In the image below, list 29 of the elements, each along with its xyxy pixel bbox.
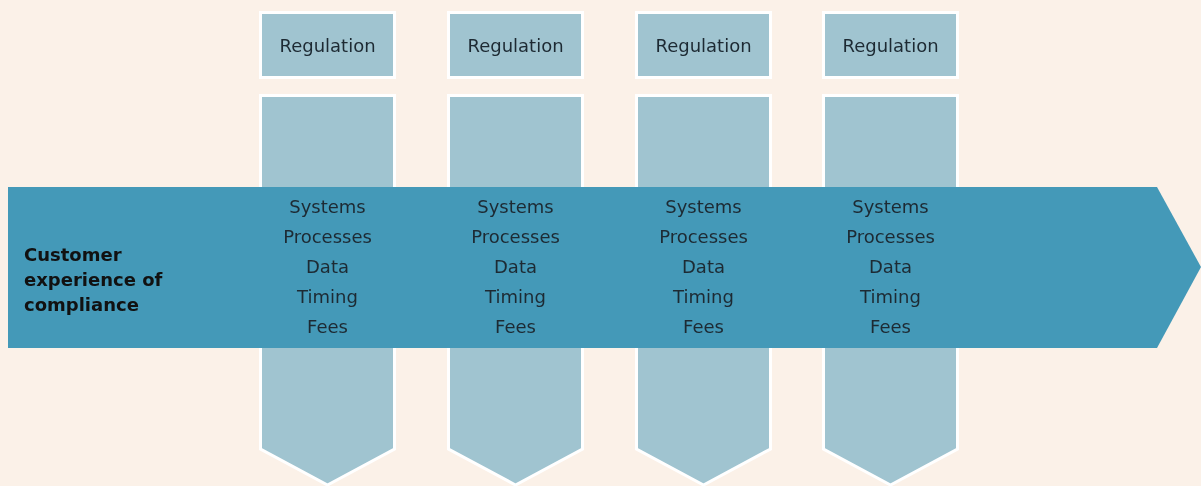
column-item: Processes: [658, 225, 749, 249]
column-item: Processes: [845, 225, 936, 249]
column-item: Systems: [288, 195, 367, 219]
column-item: Fees: [682, 315, 725, 339]
column-item: Timing: [296, 285, 359, 309]
box-label: Regulation: [279, 34, 376, 56]
box-label: Regulation: [655, 34, 752, 56]
column-item: Systems: [664, 195, 743, 219]
column-item: Fees: [494, 315, 537, 339]
column-item: Systems: [476, 195, 555, 219]
column-item: Data: [305, 255, 350, 279]
column-item: Fees: [306, 315, 349, 339]
regulation-box: [447, 11, 584, 79]
box-label: Regulation: [467, 34, 564, 56]
column-item: Fees: [869, 315, 912, 339]
column-item: Processes: [470, 225, 561, 249]
column-item: Processes: [282, 225, 373, 249]
regulation-box: [259, 11, 396, 79]
regulation-box: [635, 11, 772, 79]
column-item: Timing: [672, 285, 735, 309]
band-label: Customer experience of compliance: [24, 243, 164, 317]
column-item: Systems: [851, 195, 930, 219]
column-item: Data: [681, 255, 726, 279]
regulation-box: [822, 11, 959, 79]
column-item: Timing: [859, 285, 922, 309]
box-label: Regulation: [842, 34, 939, 56]
column-item: Timing: [484, 285, 547, 309]
column-item: Data: [868, 255, 913, 279]
column-item: Data: [493, 255, 538, 279]
